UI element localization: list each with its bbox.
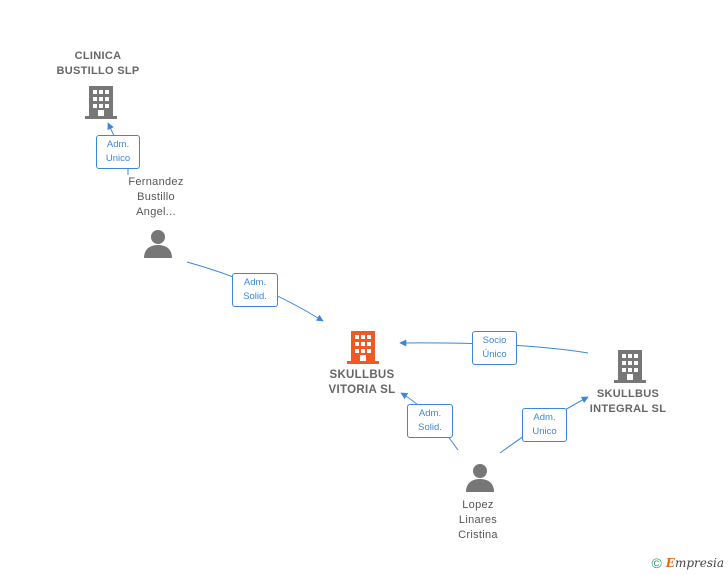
edge-label-adm-solid[interactable]: Adm. Solid. (232, 273, 278, 307)
brand-rest: mpresia (674, 556, 724, 570)
edge-label-adm-unico[interactable]: Adm. Unico (96, 135, 140, 169)
building-icon-highlighted (347, 331, 379, 364)
edge-label-line: Solid. (243, 291, 267, 302)
edge-label-socio-unico[interactable]: Socio Único (472, 331, 517, 365)
edges (107, 122, 589, 454)
person-icon (466, 464, 494, 492)
person-name-line: Fernandez (128, 176, 184, 188)
company-name-line: SKULLBUS (329, 369, 395, 381)
edge-label-line: Unico (532, 426, 557, 437)
edge-label-line: Único (482, 349, 507, 360)
company-label-skullbus-vitoria[interactable]: SKULLBUS VITORIA SL (302, 368, 422, 398)
building-icon (85, 86, 117, 119)
brand-logo: Empresia (666, 556, 724, 570)
person-name-line: Lopez (462, 499, 494, 511)
edge-label-adm-unico[interactable]: Adm. Unico (522, 408, 567, 442)
brand-initial: E (665, 556, 675, 570)
person-label-fernandez[interactable]: Fernandez Bustillo Angel... (106, 175, 206, 220)
edge-label-line: Adm. (106, 139, 130, 150)
company-name-line: INTEGRAL SL (589, 403, 667, 415)
edge-label-line: Adm. (533, 412, 556, 423)
company-name-line: SKULLBUS (596, 388, 660, 400)
building-icon (614, 350, 646, 383)
footer-brand: © Empresia (651, 555, 724, 571)
company-name-line: CLINICA (74, 50, 122, 62)
person-name-line: Bustillo (137, 191, 175, 203)
edge-label-line: Adm. (418, 408, 442, 419)
edge-label-line: Adm. (243, 277, 267, 288)
person-name-line: Linares (458, 514, 498, 526)
edge-label-line: Solid. (418, 422, 442, 433)
edge-label-adm-solid[interactable]: Adm. Solid. (407, 404, 453, 438)
company-name-line: BUSTILLO SLP (56, 65, 140, 77)
person-name-line: Angel... (136, 206, 176, 218)
edge-label-line: Unico (105, 153, 131, 164)
company-name-line: VITORIA SL (328, 384, 396, 396)
person-label-lopez[interactable]: Lopez Linares Cristina (428, 498, 528, 543)
company-label-clinica[interactable]: CLINICA BUSTILLO SLP (38, 49, 158, 79)
edge-label-line: Socio (482, 335, 507, 346)
person-name-line: Cristina (458, 529, 498, 541)
company-label-skullbus-integral[interactable]: SKULLBUS INTEGRAL SL (568, 387, 688, 417)
person-icon (144, 230, 172, 258)
copyright-icon: © (651, 555, 662, 571)
